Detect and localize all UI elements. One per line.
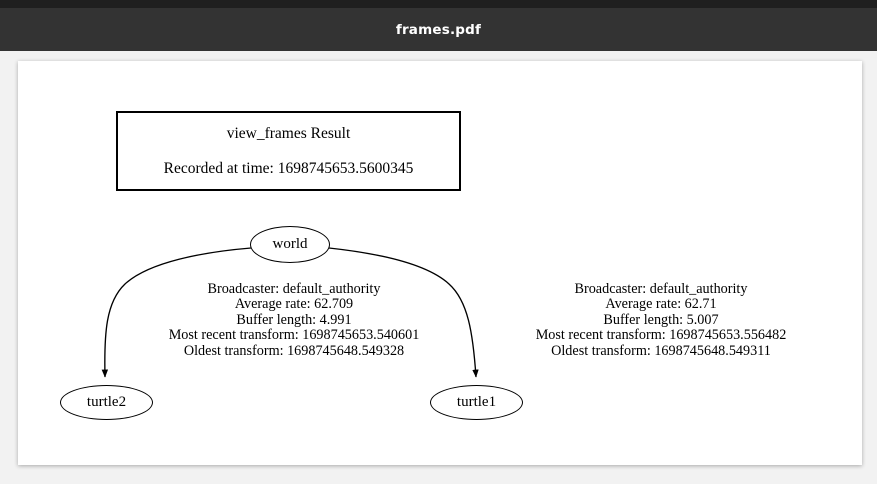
edge-label-world-turtle2: Broadcaster: default_authority Average r… (106, 281, 482, 359)
edge-oldest-transform: Oldest transform: 1698745648.549328 (183, 342, 405, 359)
edge-oldest-transform: Oldest transform: 1698745648.549311 (551, 342, 771, 359)
ellipse-shape (430, 385, 523, 420)
edge-buffer-length: Buffer length: 4.991 (236, 311, 352, 328)
window-title: frames.pdf (395, 21, 482, 38)
view-frames-result-box: view_frames Result Recorded at time: 169… (116, 111, 461, 191)
view-frames-recorded-time: Recorded at time: 1698745653.5600345 (163, 160, 414, 177)
edge-most-recent-transform: Most recent transform: 1698745653.540601 (168, 327, 420, 344)
edge-broadcaster: Broadcaster: default_authority (207, 281, 381, 297)
ellipse-shape (60, 385, 153, 420)
window-top-strip (0, 0, 877, 8)
edge-average-rate: Average rate: 62.71 (605, 296, 717, 313)
edge-world-to-turtle1 (328, 247, 479, 378)
graph-node-label: turtle1 (456, 394, 497, 410)
view-frames-result-title: view_frames Result (226, 124, 351, 142)
pdf-page-inner: view_frames Result Recorded at time: 169… (18, 61, 862, 465)
edge-average-rate: Average rate: 62.709 (234, 296, 354, 313)
graph-edges (101, 247, 479, 378)
pdf-page: view_frames Result Recorded at time: 169… (18, 61, 862, 465)
frames-graph: view_frames Result Recorded at time: 169… (18, 61, 862, 465)
edge-label-world-turtle1: Broadcaster: default_authority Average r… (473, 281, 849, 359)
graph-node-turtle2: turtle2 (60, 385, 153, 420)
graph-node-label: turtle2 (86, 394, 127, 410)
graph-node-turtle1: turtle1 (430, 385, 523, 420)
ellipse-shape (250, 226, 330, 263)
edge-broadcaster: Broadcaster: default_authority (574, 281, 748, 297)
edge-most-recent-transform: Most recent transform: 1698745653.556482 (535, 327, 787, 344)
window-titlebar: frames.pdf (0, 8, 877, 51)
graph-node-world: world (250, 226, 330, 263)
edge-world-to-turtle2 (101, 247, 252, 378)
edge-buffer-length: Buffer length: 5.007 (603, 311, 719, 328)
graph-node-label: world (272, 236, 308, 252)
